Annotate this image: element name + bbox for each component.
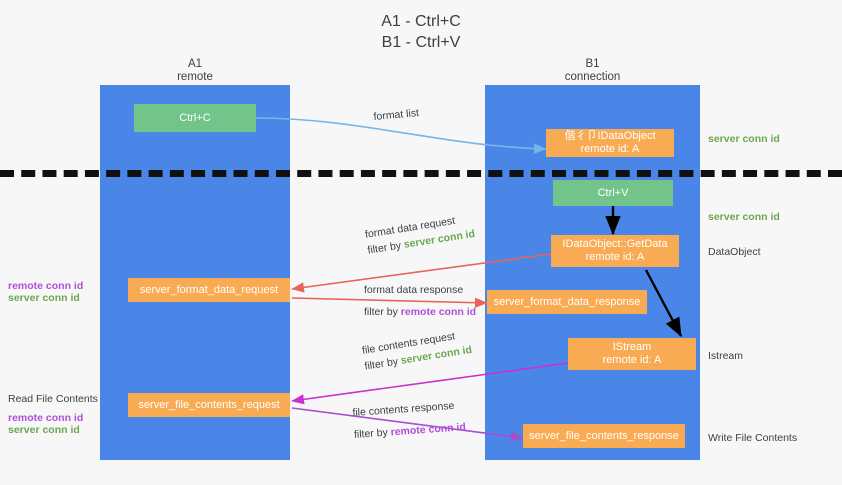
phase-divider: [0, 170, 842, 177]
edge-label-file-contents-request-group: file contents request filter by server c…: [361, 327, 473, 374]
left-label-server-conn-id-2: server conn id: [8, 424, 80, 436]
lane-header-a1: A1 remote: [100, 58, 290, 84]
filter-by-text-3: filter by: [363, 355, 399, 373]
right-label-write-file-contents: Write File Contents: [708, 432, 798, 444]
filter-by-text-2: filter by: [364, 306, 398, 318]
edge-label-file-contents-response-filter: filter by remote conn id: [354, 420, 467, 442]
edge-label-file-contents-response: file contents response: [352, 399, 455, 419]
edge-label-file-contents-response-group: file contents response filter by remote …: [352, 398, 466, 442]
box-ctrl-v: Ctrl+V: [553, 180, 673, 206]
left-label-remote-conn-id-1: remote conn id: [8, 280, 84, 292]
left-label-remote-conn-id-2: remote conn id: [8, 412, 84, 424]
box-server-format-data-response: server_format_data_response: [487, 290, 647, 314]
left-label-read-file-contents: Read File Contents: [8, 393, 98, 405]
edge-label-format-data-response-group: format data response filter by remote co…: [364, 283, 476, 319]
right-label-server-conn-id-mid: server conn id: [708, 211, 780, 223]
filter-by-text-1: filter by: [366, 239, 402, 257]
box-istream: IStream remote id: A: [568, 338, 696, 370]
box-idataobject: 偕彳卩IDataObject remote id: A: [546, 129, 674, 157]
right-label-istream: Istream: [708, 350, 744, 362]
remote-conn-id-chip-2: remote conn id: [390, 421, 467, 439]
lane-header-b1-text: B1 connection: [564, 58, 621, 83]
edge-label-format-list: format list: [373, 107, 420, 123]
edge-label-format-data-request-group: format data request filter by server con…: [364, 211, 476, 258]
lane-header-b1: B1 connection: [485, 58, 700, 84]
filter-by-text-4: filter by: [353, 426, 389, 441]
left-label-server-conn-id-1: server conn id: [8, 292, 80, 304]
lane-header-a1-text: A1 remote: [177, 58, 213, 83]
box-getdata: IDataObject::GetData remote id: A: [551, 235, 679, 267]
right-label-server-conn-id-top: server conn id: [708, 133, 780, 145]
box-ctrl-c: Ctrl+C: [134, 104, 256, 132]
page-title: A1 - Ctrl+C B1 - Ctrl+V: [381, 13, 461, 51]
box-server-format-data-request: server_format_data_request: [128, 278, 290, 302]
edge-label-format-data-response: format data response: [364, 284, 464, 296]
edge-label-format-data-response-filter: filter by remote conn id: [364, 305, 476, 319]
box-server-file-contents-response: server_file_contents_response: [523, 424, 685, 448]
remote-conn-id-chip-1: remote conn id: [400, 306, 477, 318]
box-server-file-contents-request: server_file_contents_request: [128, 393, 290, 417]
right-label-dataobject: DataObject: [708, 246, 761, 258]
